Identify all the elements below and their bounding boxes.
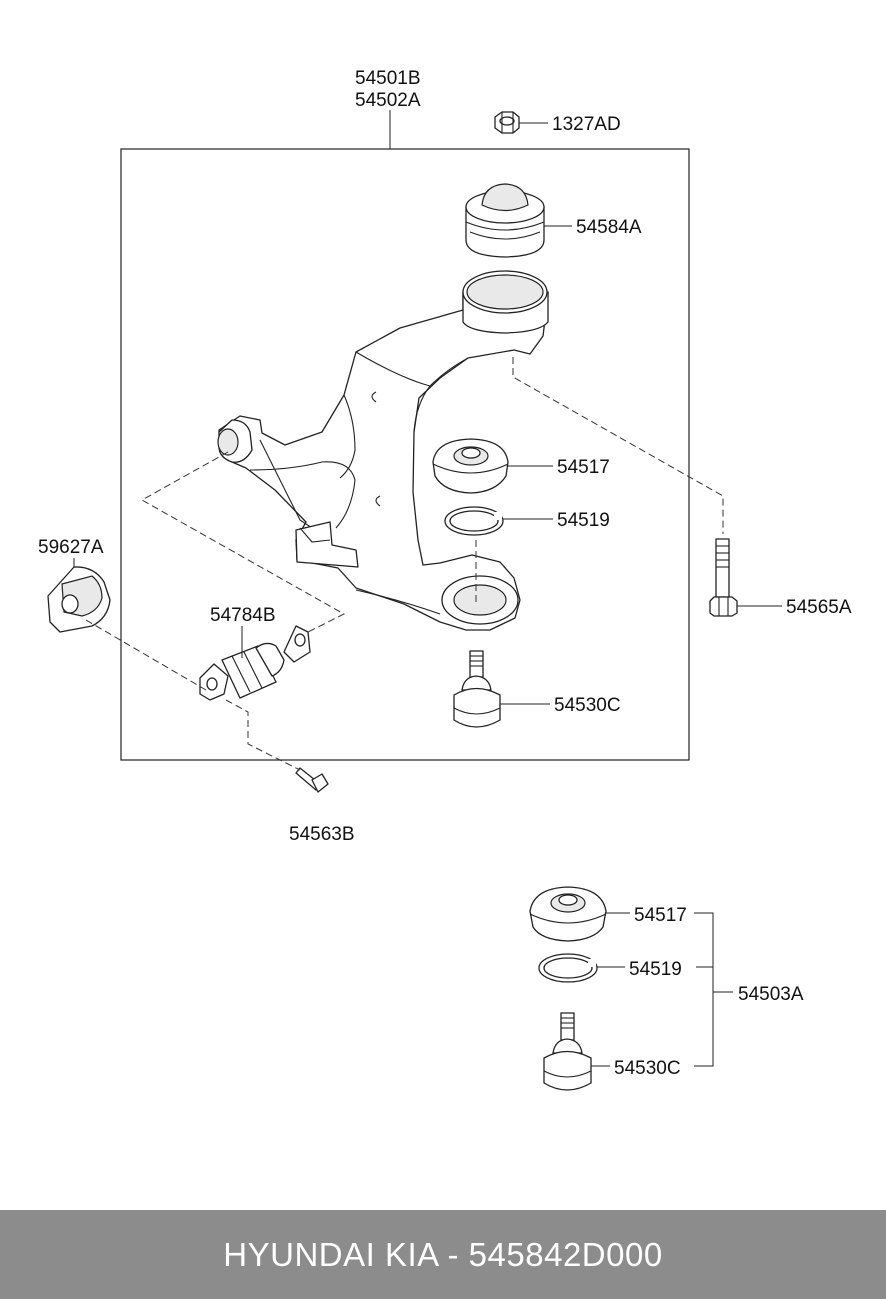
bolt-side-dash [512,357,724,534]
bolt-bottom-part [295,767,329,793]
footer-bar: HYUNDAI KIA - 545842D000 [0,1210,886,1299]
label-arm-assy-a: 54501B [355,68,421,89]
kit-bracket [694,912,733,1067]
nut-part [494,111,520,134]
bracket-part [47,566,111,633]
label-bolt-side: 54565A [786,597,852,618]
label-snap-ring: 54519 [557,510,610,531]
label-kit-ball-joint: 54530C [614,1058,681,1079]
label-nut: 1327AD [552,114,621,135]
label-bolt-bottom: 54563B [289,824,355,845]
kit-snap-ring-part [538,953,598,983]
label-bushing-front: 54784B [210,605,276,626]
bracket-projection-dash [85,619,207,691]
label-kit-assy: 54503A [738,984,804,1005]
kit-dust-cover-part [529,886,607,942]
bushing-front-part [199,625,311,701]
label-dust-cover: 54517 [557,457,610,478]
label-ball-joint: 54530C [554,695,621,716]
label-bracket: 59627A [38,537,104,558]
ball-joint-part [453,650,501,728]
bolt-side-part [709,538,738,617]
control-arm-part [217,270,549,631]
label-kit-snap-ring: 54519 [629,959,682,980]
dust-cover-part [432,438,509,494]
parts-diagram: 54501B 54502A 1327AD 54584A [38,68,852,1091]
label-kit-dust-cover: 54517 [634,905,687,926]
bushing-top-part [465,183,545,258]
assembly-frame [120,148,690,761]
kit-ball-joint-part [543,1012,592,1091]
bushing-projection-dash [140,451,346,633]
snap-ring-part [444,506,504,536]
footer-part-number: HYUNDAI KIA - 545842D000 [223,1235,663,1273]
label-arm-assy-b: 54502A [355,90,421,111]
bolt-bottom-dash [225,699,301,771]
label-bushing-top: 54584A [576,217,642,238]
